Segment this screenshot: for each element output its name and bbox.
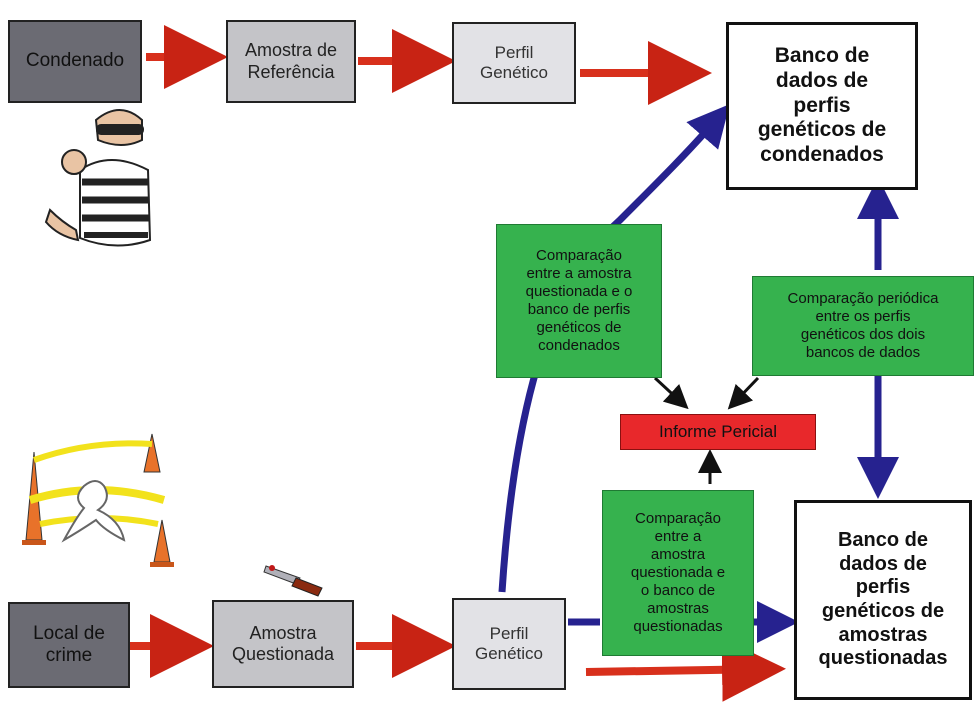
banco-condenados-label: Banco de dados de perfis genéticos de co… [757,44,887,167]
perfil-genetico-top-box: Perfil Genético [452,22,576,104]
banco-questionadas-label: Banco de dados de perfis genéticos de am… [818,529,948,670]
crime-scene-illustration [22,433,174,567]
comparacao-periodica-label: Comparação periódica entre os perfis gen… [787,290,939,361]
informe-pericial-label: Informe Pericial [658,422,778,441]
red-arrow-perfil-to-banco-questionadas [585,637,786,702]
comparacao-periodica-note: Comparação periódica entre os perfis gen… [752,276,974,376]
condenado-box: Condenado [8,20,142,103]
amostra-questionada-label: Amostra Questionada [231,622,335,664]
knife-illustration [263,565,323,597]
black-arrows-to-report [653,376,760,484]
banco-questionadas-box: Banco de dados de perfis genéticos de am… [794,500,972,700]
banco-condenados-box: Banco de dados de perfis genéticos de co… [726,22,918,190]
comparacao-condenados-label: Comparação entre a amostra questionada e… [525,247,633,354]
condenado-label: Condenado [25,50,125,72]
comparacao-questionadas-note: Comparação entre a amostra questionada e… [602,490,754,656]
comparacao-condenados-note: Comparação entre a amostra questionada e… [496,224,662,378]
perfil-genetico-bottom-box: Perfil Genético [452,598,566,690]
comparacao-questionadas-label: Comparação entre a amostra questionada e… [630,510,726,635]
local-crime-label: Local de crime [33,622,105,666]
local-crime-box: Local de crime [8,602,130,688]
informe-pericial-box: Informe Pericial [620,414,816,450]
amostra-referencia-box: Amostra de Referência [226,20,356,103]
prisoner-illustration [44,109,152,247]
amostra-questionada-box: Amostra Questionada [212,600,354,688]
perfil-genetico-bottom-label: Perfil Genético [474,623,544,663]
amostra-referencia-label: Amostra de Referência [244,40,338,82]
perfil-genetico-top-label: Perfil Genético [479,42,549,82]
